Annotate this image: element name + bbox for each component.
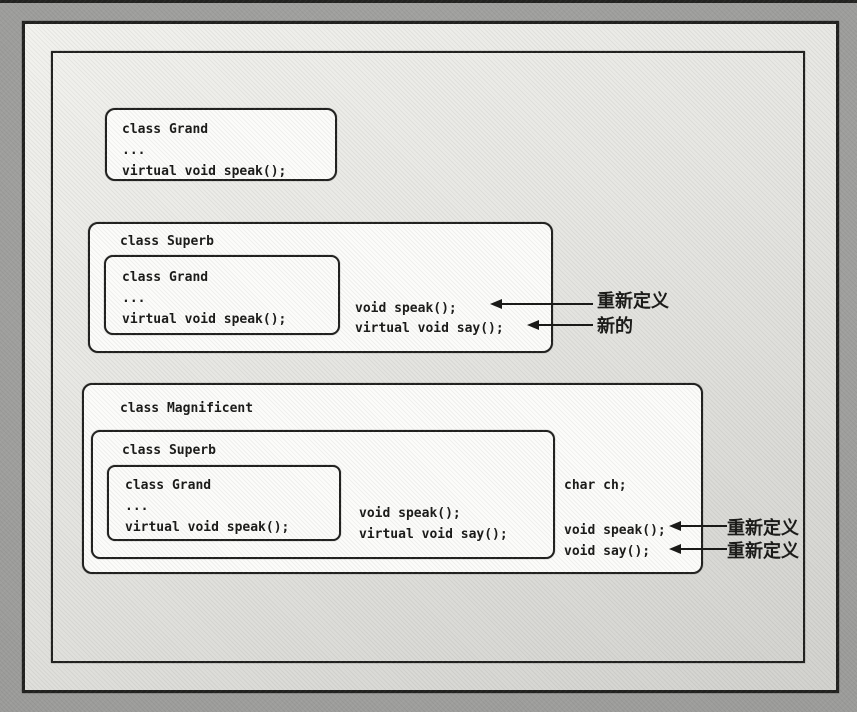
inherited-grand-box: class Grand ... virtual void speak(); <box>104 255 340 335</box>
page-top-edge <box>0 0 857 3</box>
magnificent-char-member: char ch; <box>564 478 627 493</box>
annotation-new-superb-say: 新的 <box>597 316 633 337</box>
grand-virtual-speak: virtual void speak(); <box>125 520 290 535</box>
superb-speak-declaration: void speak(); <box>355 301 457 316</box>
superb-virtual-say-declaration: virtual void say(); <box>359 527 508 542</box>
superb-class-box: class Superb class Grand ... virtual voi… <box>88 222 553 353</box>
superb-speak-declaration: void speak(); <box>359 506 461 521</box>
grand-virtual-speak: virtual void speak(); <box>122 164 287 179</box>
annotation-redefine-magnificent-say: 重新定义 <box>727 541 799 562</box>
grand-ellipsis: ... <box>122 143 146 158</box>
inherited-superb-box: class Superb class Grand ... virtual voi… <box>91 430 555 559</box>
grand-class-title: class Grand <box>122 270 209 285</box>
grand-ellipsis: ... <box>122 291 146 306</box>
annotation-redefine-superb-speak: 重新定义 <box>597 291 669 312</box>
superb-class-title: class Superb <box>122 443 216 458</box>
left-arrow-icon <box>669 521 727 531</box>
left-arrow-icon <box>490 299 593 309</box>
figure-inner-panel <box>51 51 805 663</box>
magnificent-class-title: class Magnificent <box>120 401 254 416</box>
magnificent-speak-declaration: void speak(); <box>564 523 666 538</box>
annotation-redefine-magnificent-speak: 重新定义 <box>727 518 799 539</box>
superb-class-title: class Superb <box>120 234 214 249</box>
magnificent-say-declaration: void say(); <box>564 544 651 559</box>
left-arrow-icon <box>669 544 727 554</box>
grand-class-box: class Grand ... virtual void speak(); <box>105 108 337 181</box>
inherited-grand-box: class Grand ... virtual void speak(); <box>107 465 341 541</box>
grand-class-title: class Grand <box>125 478 212 493</box>
grand-ellipsis: ... <box>125 499 149 514</box>
magnificent-class-box: class Magnificent class Superb class Gra… <box>82 383 703 574</box>
grand-class-title: class Grand <box>122 122 209 137</box>
left-arrow-icon <box>527 320 593 330</box>
superb-virtual-say-declaration: virtual void say(); <box>355 321 504 336</box>
grand-virtual-speak: virtual void speak(); <box>122 312 287 327</box>
